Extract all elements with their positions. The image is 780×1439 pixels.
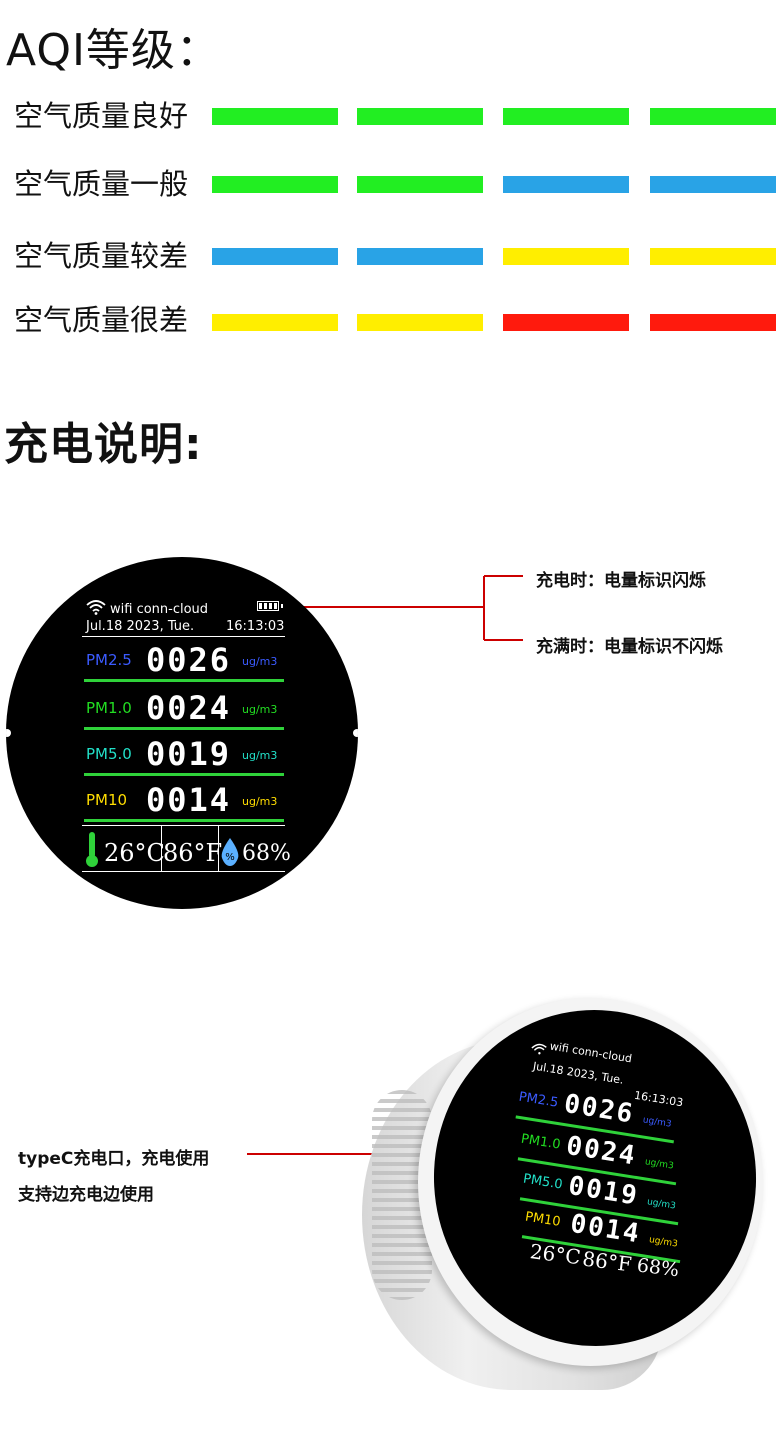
temperature-celsius: 26°C [104,839,165,867]
temperature-fahrenheit: 86°F [163,839,223,867]
aqi-row-label: 空气质量较差 [14,239,189,273]
charging-title: 充电说明: [4,419,203,470]
battery-icon [257,601,279,611]
wifi-name: wifi conn-cloud [110,602,209,617]
reading-unit-3d: ug/m3 [646,1197,677,1212]
device-3d-screen: wifi conn-cloud Jul.18 2023, Tue. 16:13:… [425,1001,765,1355]
port-note-2: 支持边充电边使用 [18,1185,154,1205]
aqi-color-bar-green [650,108,776,125]
aqi-color-bar-red [650,314,776,331]
reading-level-bar [84,679,284,682]
thermometer-icon [86,832,98,867]
reading-value: 0026 [146,641,232,679]
reading-level-bar [84,727,284,730]
port-note-1: typeC充电口，充电使用 [18,1149,210,1169]
reading-unit: ug/m3 [242,795,278,808]
svg-text:%: % [225,852,235,863]
aqi-row-label: 空气质量很差 [14,303,189,337]
charging-note: 充电时：电量标识闪烁 [536,571,706,591]
aqi-title: AQI等级： [6,25,221,76]
wifi-icon [531,1043,547,1055]
aqi-color-bar-yellow [357,314,483,331]
reading-label: PM10 [86,791,128,809]
reading-level-bar [84,819,284,822]
full-charge-note: 充满时：电量标识不闪烁 [536,637,723,657]
wifi-name-3d: wifi conn-cloud [548,1039,633,1066]
aqi-color-bar-green [212,176,338,193]
humidity-value-3d: 68% [635,1254,681,1282]
reading-value: 0024 [146,689,232,727]
aqi-color-bar-green [503,108,629,125]
humidity-value: 68% [242,841,291,866]
time-label: 16:13:03 [226,619,285,634]
date-label: Jul.18 2023, Tue. [86,619,195,634]
reading-unit: ug/m3 [242,749,278,762]
wifi-icon [86,600,106,615]
aqi-color-bar-blue [650,176,776,193]
aqi-color-bar-blue [212,248,338,265]
reading-label-3d: PM10 [523,1209,562,1230]
reading-label-3d: PM2.5 [517,1089,560,1111]
aqi-color-bar-blue [357,248,483,265]
reading-label: PM5.0 [86,745,132,763]
reading-value: 0014 [146,781,232,819]
reading-label: PM1.0 [86,699,132,717]
aqi-row-label: 空气质量一般 [14,167,189,201]
reading-unit-3d: ug/m3 [648,1235,679,1250]
aqi-color-bar-green [357,176,483,193]
aqi-color-bar-red [503,314,629,331]
aqi-color-bar-blue [503,176,629,193]
reading-unit-3d: ug/m3 [644,1157,675,1172]
reading-level-bar [84,773,284,776]
water-drop-icon: % [221,838,239,866]
reading-label-3d: PM1.0 [519,1131,562,1153]
reading-unit: ug/m3 [242,703,278,716]
reading-unit-3d: ug/m3 [641,1115,673,1130]
reading-value: 0019 [146,735,232,773]
reading-label: PM2.5 [86,651,132,669]
aqi-color-bar-green [212,108,338,125]
aqi-color-bar-yellow [650,248,776,265]
aqi-color-bar-yellow [503,248,629,265]
aqi-color-bar-green [357,108,483,125]
temperature-celsius-3d: 26°C [528,1239,582,1270]
aqi-row-label: 空气质量良好 [14,99,189,133]
reading-label-3d: PM5.0 [521,1171,564,1193]
temperature-fahrenheit-3d: 86°F [581,1246,633,1277]
date-label-3d: Jul.18 2023, Tue. [532,1059,625,1087]
reading-unit: ug/m3 [242,655,278,668]
device-front-screen: wifi conn-cloud Jul.18 2023, Tue. 16:13:… [6,557,358,909]
aqi-color-bar-yellow [212,314,338,331]
